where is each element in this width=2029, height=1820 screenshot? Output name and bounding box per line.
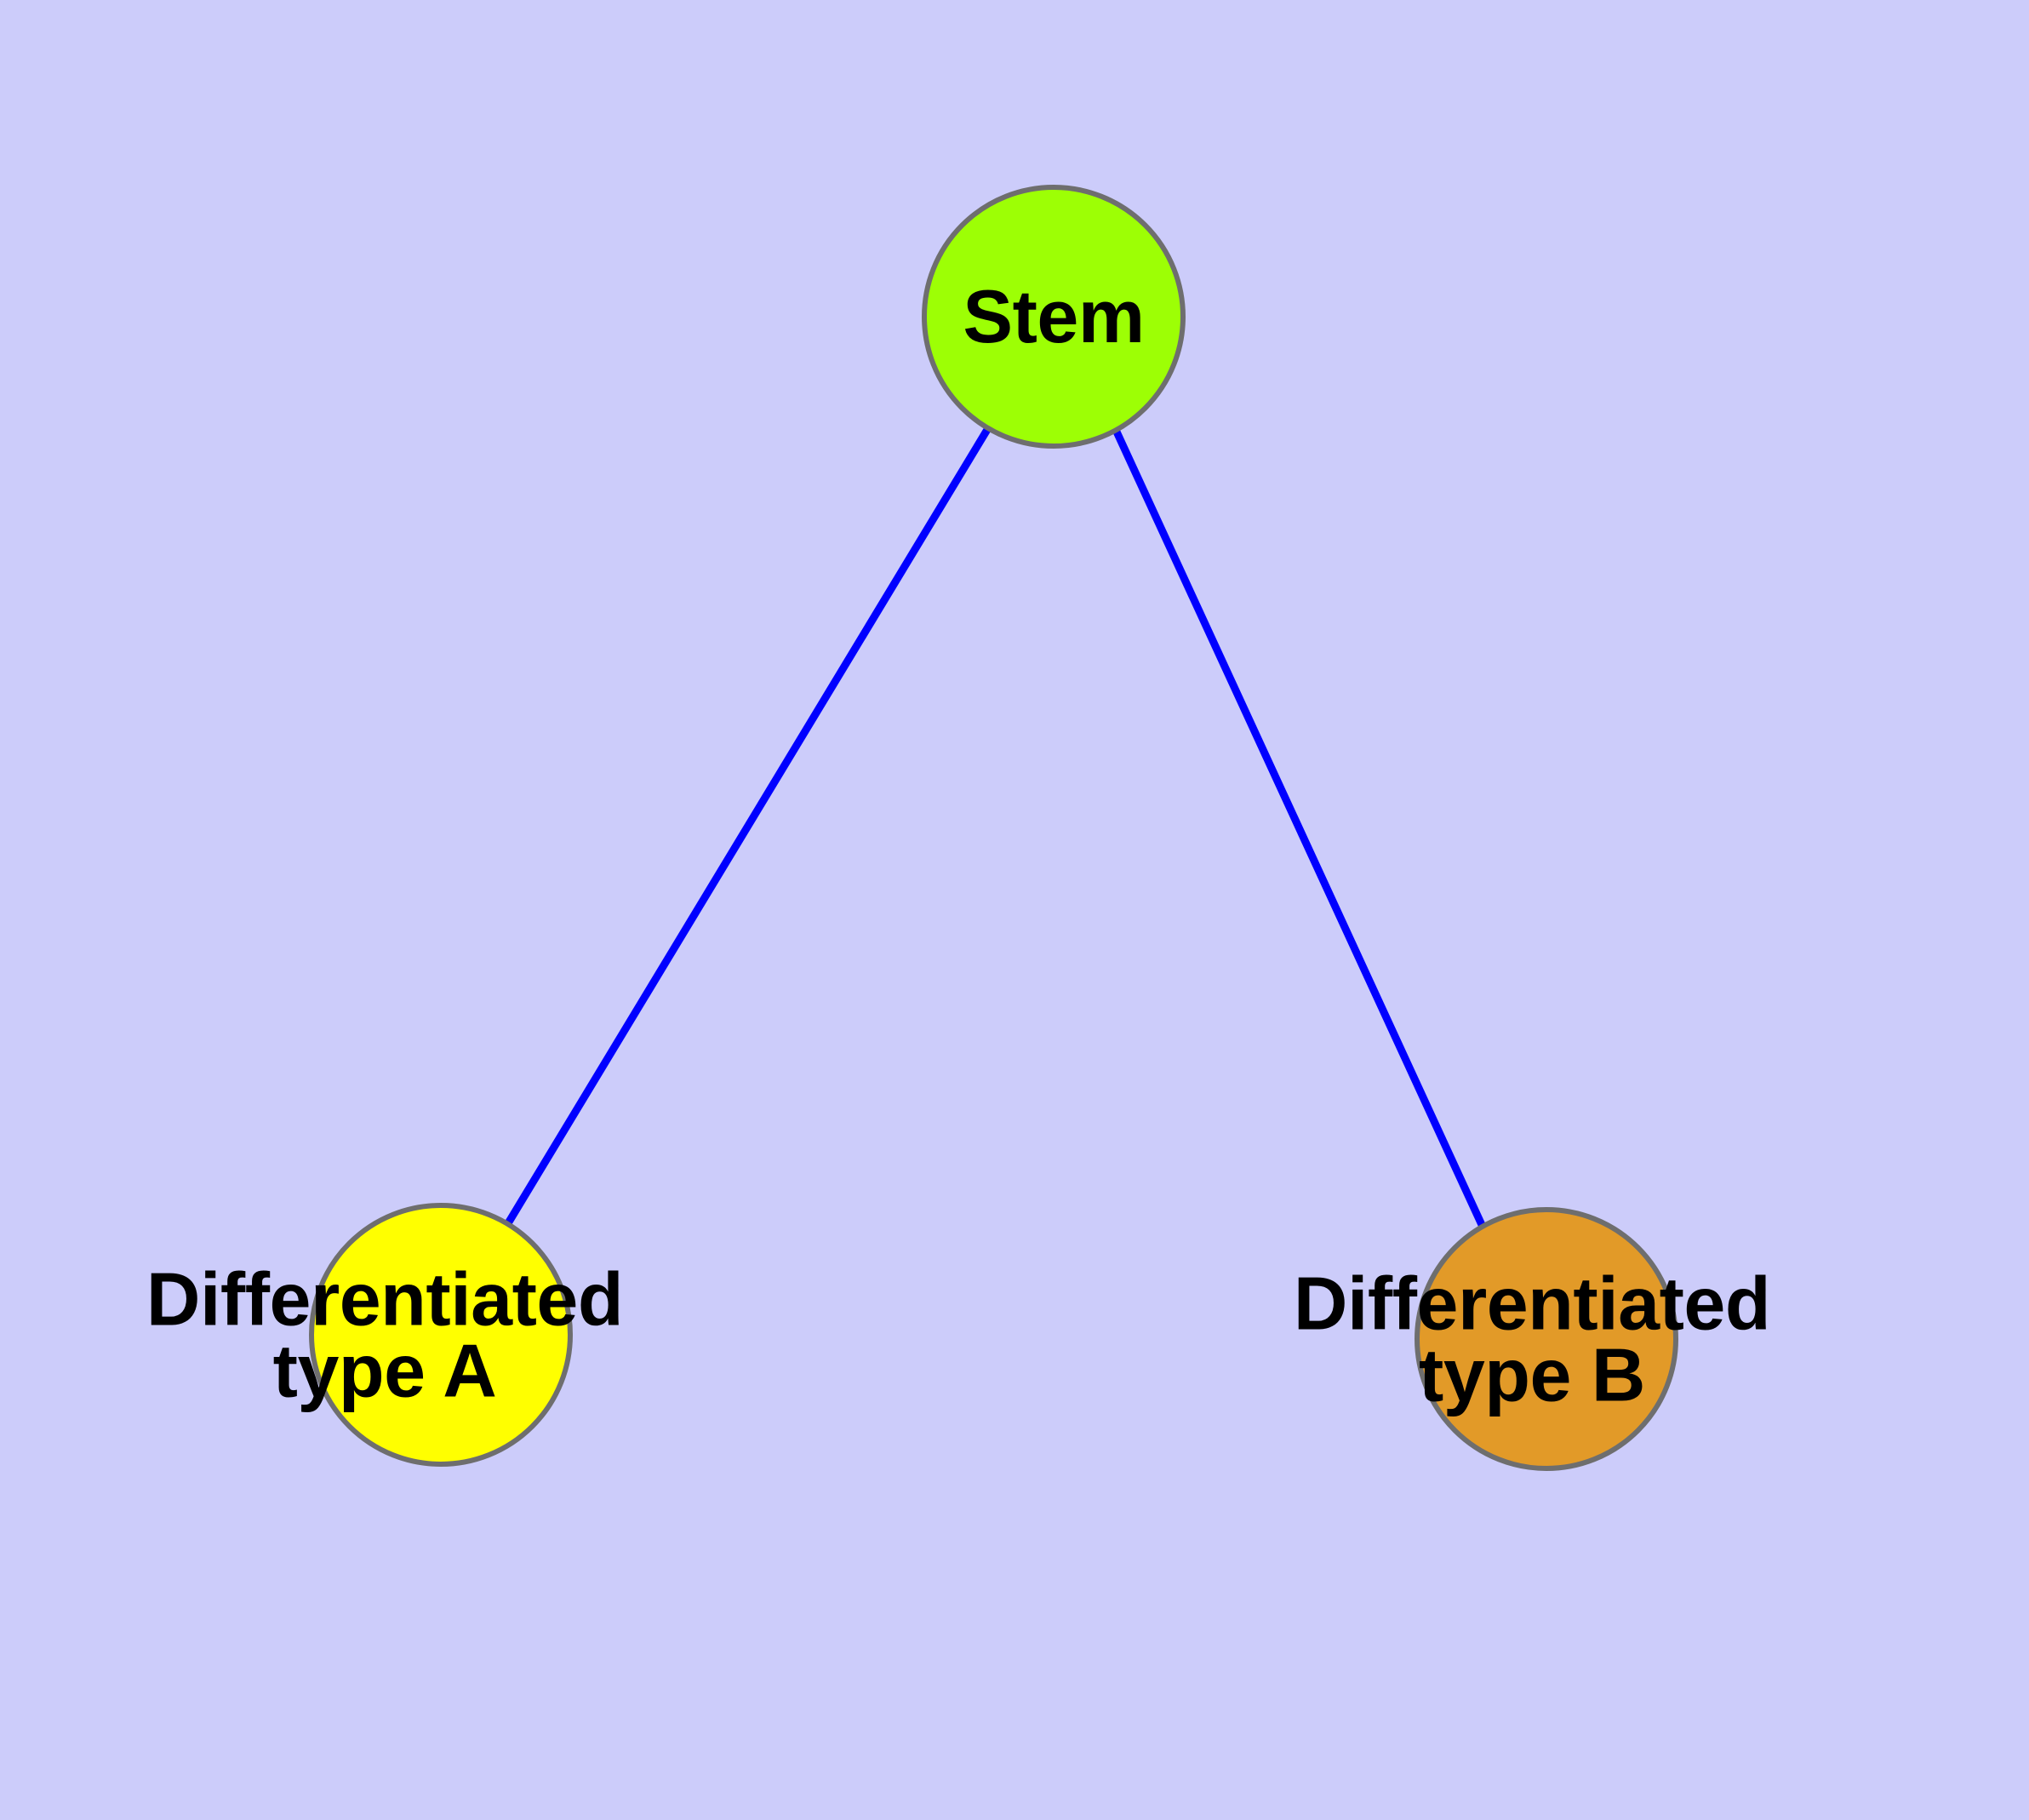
node-circle-stem[interactable] — [922, 185, 1186, 449]
node-circle-differentiated-type-b[interactable] — [1415, 1207, 1678, 1471]
node-circle-differentiated-type-a[interactable] — [309, 1203, 573, 1467]
edge-stem-to-type-b — [1112, 428, 1487, 1228]
edge-stem-to-type-a — [505, 426, 992, 1226]
edge-layer — [505, 426, 1487, 1228]
node-layer — [309, 185, 1678, 1471]
